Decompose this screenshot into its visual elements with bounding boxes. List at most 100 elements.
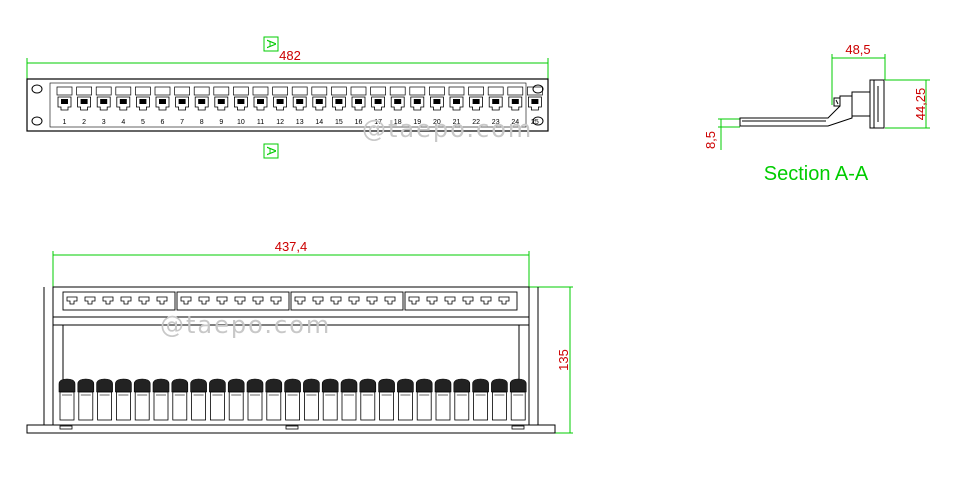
- rj45-port: [350, 86, 367, 111]
- connector-column: [171, 378, 189, 421]
- rj45-port: [56, 86, 73, 111]
- rj45-port: [487, 86, 504, 111]
- port-number-label: 16: [355, 119, 363, 126]
- mounting-holes: [31, 84, 544, 126]
- rj45-port: [272, 86, 288, 111]
- section-depth-dimension: [718, 54, 930, 150]
- port-number-label: 25: [531, 119, 539, 126]
- port-number-label: 18: [394, 119, 402, 126]
- port-number-label: 20: [433, 119, 441, 126]
- port-number-label: 23: [492, 119, 500, 126]
- port-number-label: 14: [315, 119, 323, 126]
- watermark-1: @taepo.com: [362, 115, 533, 143]
- section-marker-top: A: [263, 36, 279, 52]
- connector-column: [491, 378, 508, 421]
- connector-column: [397, 378, 414, 421]
- port-number-label: 21: [453, 119, 461, 126]
- base-tabs: [59, 425, 525, 430]
- rj45-port: [527, 86, 543, 111]
- connector-column: [115, 378, 132, 421]
- connector-column: [209, 378, 226, 421]
- connector-column: [472, 378, 489, 421]
- section-label: Section A-A: [764, 163, 869, 185]
- svg-text:A: A: [264, 147, 279, 156]
- rj45-port: [193, 86, 210, 111]
- port-number-label: 19: [413, 119, 421, 126]
- rj45-port: [468, 86, 484, 111]
- top-port-modules: [62, 291, 518, 311]
- port-module: [290, 291, 404, 311]
- port-number-label: 6: [161, 119, 165, 126]
- port-number-label: 4: [121, 119, 125, 126]
- connector-column: [133, 378, 151, 421]
- rj45-port: [213, 86, 230, 111]
- section-depth-value: 48,5: [845, 42, 870, 57]
- top-view: 437,4 135: [26, 239, 573, 434]
- rj45-port: [252, 86, 269, 111]
- port-number-label: 5: [141, 119, 145, 126]
- rj45-port: [429, 86, 445, 111]
- port-number-label: 3: [102, 119, 106, 126]
- connector-column: [152, 378, 170, 421]
- section-height-value: 44,25: [913, 88, 928, 121]
- port-module: [404, 291, 518, 311]
- svg-text:A: A: [264, 40, 279, 49]
- rj45-port: [174, 86, 190, 111]
- connector-column: [96, 378, 113, 421]
- port-number-label: 1: [63, 119, 67, 126]
- rj45-port: [448, 86, 465, 111]
- connector-column: [509, 378, 527, 421]
- connector-column: [415, 378, 433, 421]
- rj45-port: [154, 86, 171, 111]
- rj45-port: [115, 86, 132, 111]
- connector-column: [227, 378, 245, 421]
- rj45-port: [291, 86, 308, 111]
- connector-column: [58, 378, 76, 421]
- port-number-label: 9: [219, 119, 223, 126]
- port-number-label: 17: [374, 119, 382, 126]
- port-number-label: 7: [180, 119, 184, 126]
- top-width-dimension: [52, 251, 573, 434]
- connector-column: [321, 378, 339, 421]
- rj45-port: [370, 86, 386, 111]
- front-panel-outline: [26, 78, 549, 132]
- connector-column: [359, 378, 377, 421]
- connector-column: [246, 378, 264, 421]
- port-number-label: 12: [276, 119, 284, 126]
- front-width-dimension: [26, 58, 549, 82]
- connector-column: [190, 378, 207, 421]
- rj45-port: [331, 86, 347, 111]
- connector-column: [340, 378, 358, 421]
- rj45-port: [507, 86, 524, 111]
- port-number-label: 22: [472, 119, 480, 126]
- rj45-port: [233, 86, 249, 111]
- port-number-label: 8: [200, 119, 204, 126]
- section-profile: [739, 79, 885, 129]
- port-number-label: 2: [82, 119, 86, 126]
- connector-column: [265, 378, 283, 421]
- section-plate-value: 8,5: [703, 131, 718, 149]
- rj45-port: [76, 86, 92, 111]
- port-module: [176, 291, 290, 311]
- top-depth-value: 135: [556, 349, 571, 371]
- port-number-label: 10: [237, 119, 245, 126]
- rj45-port: [311, 86, 328, 111]
- watermark-2: @taepo.com: [160, 311, 331, 339]
- front-ports: [56, 86, 543, 111]
- connector-column: [303, 378, 320, 421]
- top-body-outline: [26, 286, 556, 434]
- front-inner-frame: [49, 82, 527, 128]
- connector-column: [453, 378, 471, 421]
- rj45-port: [95, 86, 112, 111]
- front-width-value: 482: [279, 48, 301, 63]
- top-width-value: 437,4: [275, 239, 308, 254]
- rj45-port: [389, 86, 406, 111]
- port-number-label: 11: [257, 119, 264, 126]
- top-connectors: [58, 378, 527, 421]
- section-marker-bottom: A: [263, 143, 279, 159]
- connector-column: [378, 378, 395, 421]
- connector-column: [284, 378, 301, 421]
